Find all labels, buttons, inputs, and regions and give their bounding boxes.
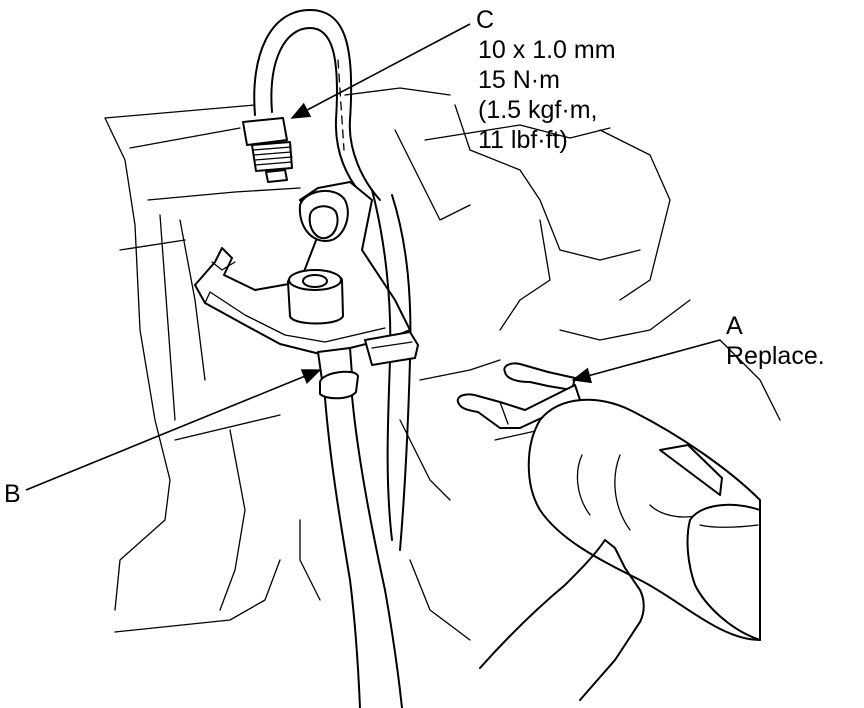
pliers [527, 398, 761, 641]
callout-a-note: Replace. [726, 342, 825, 370]
leader-a [571, 339, 721, 384]
callout-b-letter: B [4, 480, 21, 508]
flare-nut [242, 117, 293, 183]
mounting-bracket [194, 181, 411, 355]
callout-c-torque-nm: 15 N·m [478, 66, 560, 94]
brake-hose [317, 347, 403, 708]
callout-a-letter: A [726, 312, 743, 340]
sensor-wire [371, 189, 412, 551]
leader-c [290, 23, 471, 119]
callout-c-thread-size: 10 x 1.0 mm [478, 36, 616, 64]
retaining-clip [456, 362, 581, 429]
brake-pipe [253, 9, 381, 201]
hose-clip [364, 331, 419, 366]
hand [479, 539, 645, 701]
callout-c-torque-kgfm: (1.5 kgf·m, [478, 96, 598, 124]
body-panel-lines [104, 87, 781, 641]
leader-b [25, 369, 322, 491]
callout-c-letter: C [476, 6, 495, 34]
callout-c-torque-lbfft: 11 lbf·ft) [478, 126, 568, 154]
